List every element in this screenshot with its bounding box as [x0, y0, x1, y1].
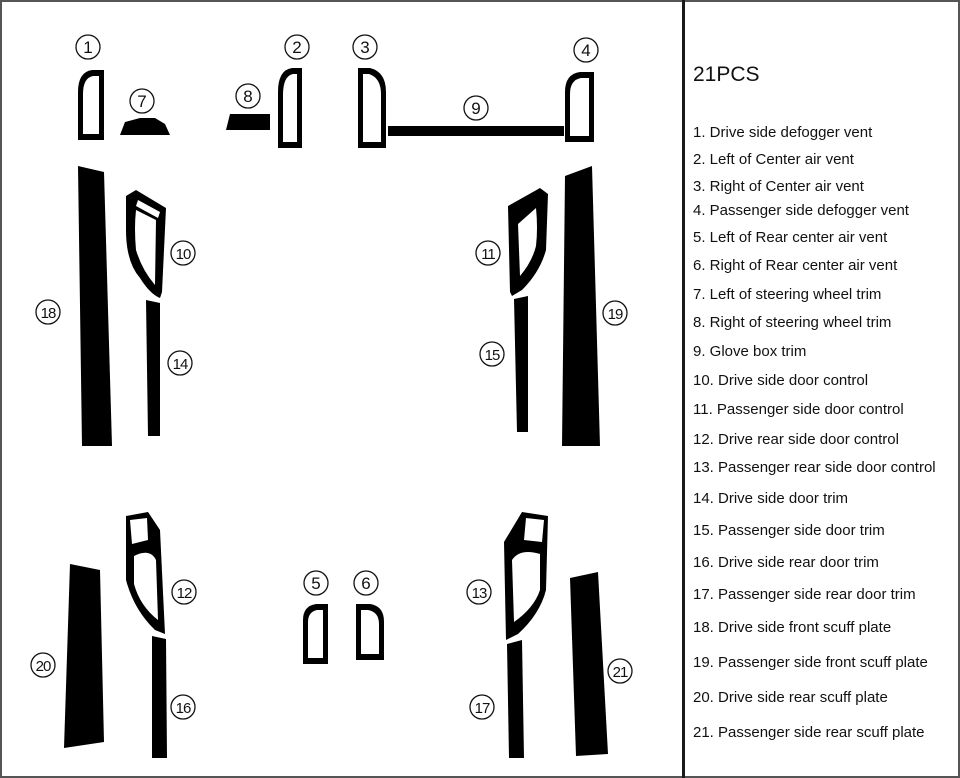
- part-number-circle: [35, 299, 61, 325]
- part-14-shape: [146, 300, 160, 436]
- part-number-label: 14: [173, 356, 188, 373]
- part-12-shape: [126, 512, 165, 634]
- legend-item: 3. Right of Center air vent: [693, 178, 864, 195]
- part-number-label: 15: [485, 347, 500, 364]
- part-number-circle: [75, 34, 101, 60]
- part-number-label: 18: [41, 305, 56, 322]
- legend-item: 8. Right of steering wheel trim: [693, 314, 892, 331]
- part-number-label: 8: [243, 87, 252, 106]
- part-number-circle: [466, 579, 492, 605]
- part-number-label: 1: [83, 38, 92, 57]
- part-number-circle: [284, 34, 310, 60]
- part-number-label: 11: [481, 246, 495, 263]
- part-number-label: 2: [292, 38, 301, 57]
- part-number-circle: [479, 341, 505, 367]
- part-18-shape: [78, 166, 112, 446]
- legend-item: 21. Passenger side rear scuff plate: [693, 724, 925, 741]
- legend-item: 16. Drive side rear door trim: [693, 554, 879, 571]
- part-number-label: 6: [361, 574, 370, 593]
- part-number-circle: [469, 694, 495, 720]
- legend-item: 7. Left of steering wheel trim: [693, 286, 882, 303]
- part-10-shape: [126, 190, 166, 298]
- part-13-shape: [504, 512, 548, 640]
- part-19-shape: [562, 166, 600, 446]
- part-number-label: 3: [360, 38, 369, 57]
- part-number-label: 21: [613, 664, 628, 681]
- part-2-shape: [278, 68, 302, 148]
- legend-item: 20. Drive side rear scuff plate: [693, 689, 888, 706]
- legend-item: 12. Drive rear side door control: [693, 431, 899, 448]
- part-number-circle: [352, 34, 378, 60]
- part-20-shape: [64, 564, 104, 748]
- part-15-shape: [514, 296, 528, 432]
- part-number-circle: [171, 579, 197, 605]
- part-number-label: 19: [608, 306, 623, 323]
- part-4-shape: [565, 72, 594, 142]
- part-5-shape: [303, 604, 328, 664]
- part-9-shape: [388, 126, 564, 136]
- part-1-shape: [78, 70, 104, 140]
- part-11-shape: [508, 188, 548, 296]
- part-number-circle: [30, 652, 56, 678]
- part-number-circle: [170, 694, 196, 720]
- legend-item: 15. Passenger side door trim: [693, 522, 885, 539]
- panel-divider: [682, 0, 685, 778]
- part-number-label: 16: [176, 700, 191, 717]
- part-number-circle: [303, 570, 329, 596]
- legend-item: 6. Right of Rear center air vent: [693, 257, 898, 274]
- legend-item: 13. Passenger rear side door control: [693, 459, 936, 476]
- part-number-label: 17: [475, 700, 490, 717]
- part-3-shape: [358, 68, 386, 148]
- legend-item: 17. Passenger side rear door trim: [693, 586, 916, 603]
- part-number-circle: [167, 350, 193, 376]
- part-number-label: 5: [311, 574, 320, 593]
- part-17-shape: [507, 640, 524, 758]
- part-7-shape: [120, 118, 170, 135]
- legend-item: 18. Drive side front scuff plate: [693, 619, 892, 636]
- part-number-circle: [602, 300, 628, 326]
- legend-item: 1. Drive side defogger vent: [693, 124, 873, 141]
- part-number-label: 20: [36, 658, 51, 675]
- part-number-circle: [235, 83, 261, 109]
- part-number-label: 9: [471, 99, 480, 118]
- part-8-shape: [226, 114, 270, 130]
- part-number-circle: [573, 37, 599, 63]
- legend-item: 9. Glove box trim: [693, 343, 807, 360]
- legend-item: 14. Drive side door trim: [693, 490, 849, 507]
- part-number-circle: [353, 570, 379, 596]
- legend-item: 2. Left of Center air vent: [693, 151, 854, 168]
- part-number-circle: [170, 240, 196, 266]
- part-number-circle: [129, 88, 155, 114]
- legend-item: 10. Drive side door control: [693, 372, 869, 389]
- legend-item: 19. Passenger side front scuff plate: [693, 654, 928, 671]
- part-number-label: 10: [176, 246, 191, 263]
- legend-item: 5. Left of Rear center air vent: [693, 229, 888, 246]
- part-21-shape: [570, 572, 608, 756]
- part-number-label: 12: [177, 585, 192, 602]
- part-6-shape: [356, 604, 384, 660]
- part-number-circle: [463, 95, 489, 121]
- part-number-circle: [475, 240, 501, 266]
- legend-item: 4. Passenger side defogger vent: [693, 202, 909, 219]
- part-number-label: 4: [581, 41, 590, 60]
- part-number-circle: [607, 658, 633, 684]
- legend-item: 11. Passenger side door control: [693, 401, 904, 418]
- part-number-label: 7: [137, 92, 146, 111]
- part-16-shape: [152, 636, 167, 758]
- part-number-label: 13: [472, 585, 487, 602]
- legend-title: 21PCS: [693, 63, 760, 86]
